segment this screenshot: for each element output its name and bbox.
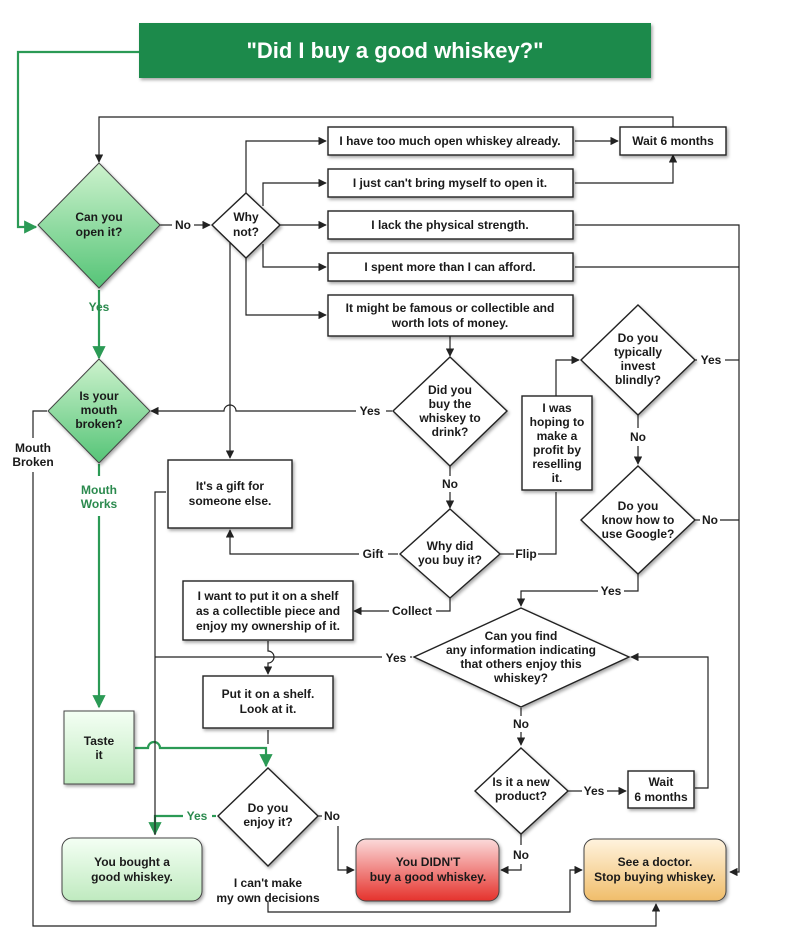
label-find-info-yes: Yes [386, 651, 407, 665]
box-spent-more: I spent more than I can afford. [327, 252, 574, 282]
label-flip: Flip [515, 547, 536, 561]
title: "Did I buy a good whiskey?" [246, 38, 543, 63]
box-lack-strength: I lack the physical strength. [327, 210, 574, 240]
box-put-on-shelf: Put it on a shelf.Look at it. [202, 675, 334, 729]
label-collect: Collect [392, 604, 432, 618]
label-new-product-no: No [513, 848, 529, 862]
label-can-open-no: No [175, 218, 191, 232]
label-enjoy-no: No [324, 809, 340, 823]
label-google-yes: Yes [601, 584, 622, 598]
svg-text:Put it on a shelf.Look at it.: Put it on a shelf.Look at it. [222, 687, 315, 716]
label-gift: Gift [363, 547, 384, 561]
title-banner [139, 23, 651, 78]
svg-text:I just can't bring myself to o: I just can't bring myself to open it. [353, 176, 547, 190]
label-drink-yes: Yes [360, 404, 381, 418]
svg-text:See a doctor.Stop buying whisk: See a doctor.Stop buying whiskey. [594, 855, 716, 884]
connectors [16, 50, 740, 927]
box-too-much-whiskey: I have too much open whiskey already. [327, 126, 574, 156]
box-cant-bring-myself: I just can't bring myself to open it. [327, 168, 574, 198]
label-new-product-yes: Yes [584, 784, 605, 798]
label-invest-no: No [630, 430, 646, 444]
label-can-open-yes: Yes [89, 300, 110, 314]
svg-text:It might be famous or collecti: It might be famous or collectible andwor… [346, 301, 555, 330]
svg-text:Wait 6 months: Wait 6 months [632, 134, 714, 148]
label-google-no: No [702, 513, 718, 527]
outcome-see-doctor: See a doctor.Stop buying whiskey. [583, 838, 727, 902]
label-enjoy-yes: Yes [187, 809, 208, 823]
svg-text:I have too much open whiskey a: I have too much open whiskey already. [339, 134, 560, 148]
box-wait-6-months: Wait 6 months [619, 126, 727, 156]
label-drink-no: No [442, 477, 458, 491]
svg-text:I spent more than I can afford: I spent more than I can afford. [364, 260, 535, 274]
label-invest-yes: Yes [701, 353, 722, 367]
svg-text:I lack the physical strength.: I lack the physical strength. [371, 218, 528, 232]
label-find-info-no: No [513, 717, 529, 731]
